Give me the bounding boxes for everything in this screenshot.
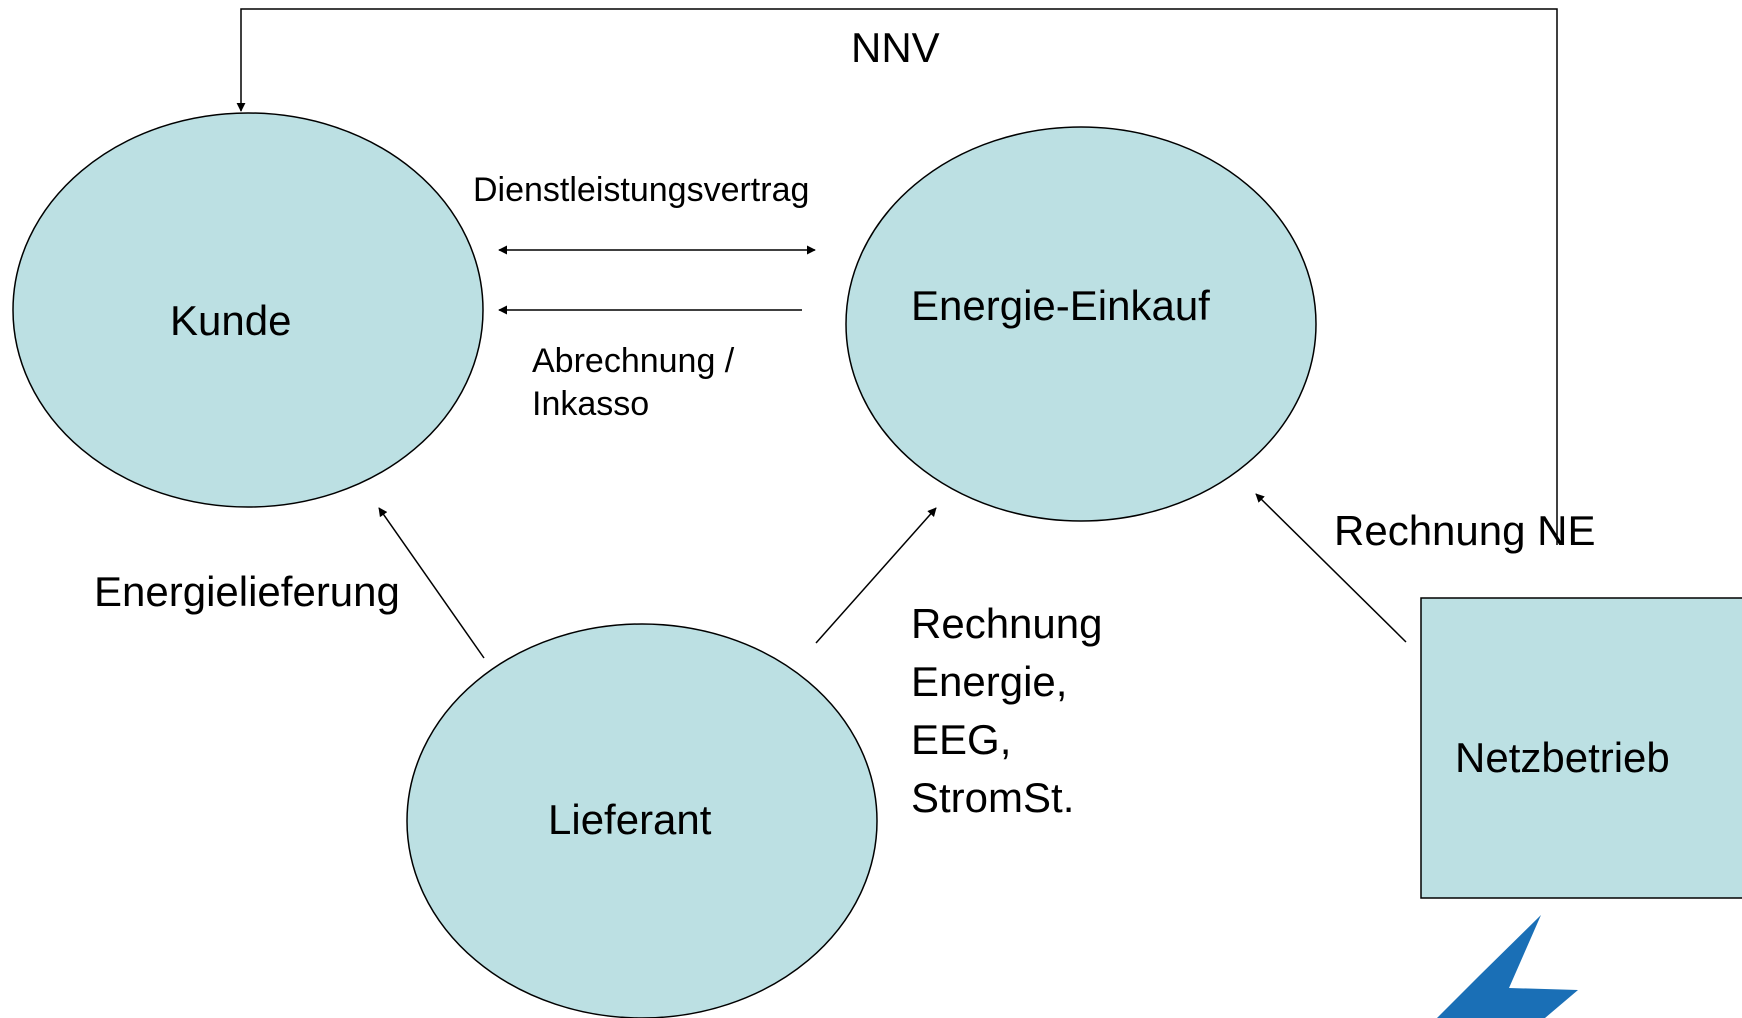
node-kunde-label: Kunde xyxy=(170,297,291,344)
rechnung-ne-arrow xyxy=(1255,493,1407,643)
node-energie-einkauf xyxy=(845,126,1317,522)
node-lieferant xyxy=(406,623,878,1018)
node-netzbetrieb xyxy=(1420,597,1742,899)
rechnung-ne-label: Rechnung NE xyxy=(1334,507,1596,554)
node-energie-einkauf-label: Energie-Einkauf xyxy=(911,282,1210,329)
energielieferung-arrow xyxy=(378,507,485,659)
rechnung-energie-label-line1: Rechnung xyxy=(911,600,1102,647)
lightning-bolt-icon xyxy=(1437,915,1578,1018)
rechnung-energie-label-line3: EEG, xyxy=(911,716,1011,763)
node-netzbetrieb-label: Netzbetrieb xyxy=(1455,734,1670,781)
abrechnung-label-line1: Abrechnung / xyxy=(532,342,735,380)
energielieferung-label: Energielieferung xyxy=(94,568,400,615)
node-kunde xyxy=(12,112,484,508)
nnv-label: NNV xyxy=(851,24,940,71)
rechnung-energie-label-line4: StromSt. xyxy=(911,774,1074,821)
rechnung-energie-label-line2: Energie, xyxy=(911,658,1067,705)
nnv-connector xyxy=(236,8,1558,545)
rechnung-energie-arrow xyxy=(815,507,937,644)
abrechnung-label-line2: Inkasso xyxy=(532,385,649,423)
dienstleistungsvertrag-label: Dienstleistungsvertrag xyxy=(473,171,809,209)
node-lieferant-label: Lieferant xyxy=(548,796,712,843)
